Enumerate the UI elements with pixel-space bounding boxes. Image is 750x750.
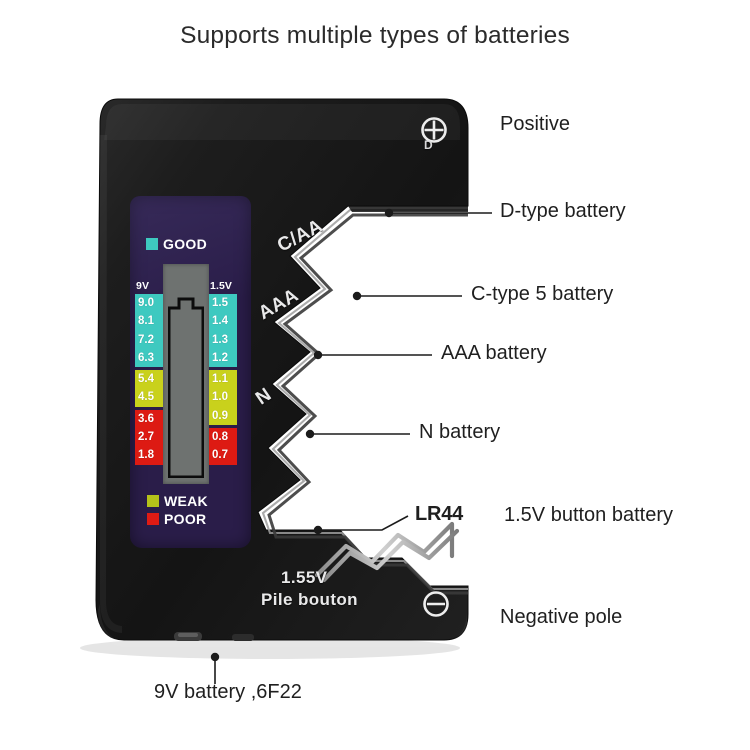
callout-aaa: AAA battery (441, 342, 547, 364)
callout-button-battery: 1.5V button battery (504, 504, 674, 526)
callout-negative: Negative pole (500, 606, 623, 628)
scale-tick: 4.5 (135, 388, 163, 407)
scale-tick: 5.4 (135, 370, 163, 389)
scale-tick: 8.1 (135, 312, 163, 331)
scale-tick: 0.9 (209, 406, 237, 426)
scale-tick: 1.2 (209, 348, 237, 368)
positive-terminal-icon (421, 117, 447, 143)
scale-tick: 9.0 (135, 294, 163, 313)
legend-weak-label: WEAK (164, 493, 208, 509)
button-cell-voltage-label: 1.55V (281, 568, 328, 587)
legend-good: GOOD (146, 236, 207, 252)
leader-lr44 (318, 515, 409, 531)
right-scale-header: 1.5V (210, 280, 232, 292)
callout-c-type: C-type 5 battery (471, 283, 614, 305)
negative-terminal-icon (423, 591, 449, 617)
lcd-readout-panel (163, 264, 209, 484)
scale-tick: 3.6 (135, 409, 163, 429)
button-cell-name-label: Pile bouton (261, 590, 358, 609)
legend-good-label: GOOD (163, 236, 207, 252)
scale-tick: 1.5 (209, 294, 237, 313)
callout-lr44: LR44 (415, 503, 464, 525)
scale-tick: 2.7 (135, 428, 163, 447)
legend-poor-label: POOR (164, 511, 207, 527)
battery-bar-icon (168, 297, 204, 478)
scale-tick: 1.0 (209, 388, 237, 407)
scale-tick: 1.4 (209, 312, 237, 331)
good-swatch-icon (146, 238, 158, 250)
callout-9v-battery: 9V battery ,6F22 (154, 681, 302, 703)
callout-leaders (210, 208, 492, 684)
scale-tick: 0.8 (209, 428, 237, 447)
scale-tick: 6.3 (135, 348, 163, 368)
scale-tick: 1.1 (209, 370, 237, 389)
left-scale-header: 9V (136, 280, 150, 292)
scale-tick: 1.3 (209, 330, 237, 349)
positive-terminal-letter: D (424, 138, 434, 152)
poor-swatch-icon (147, 513, 159, 525)
button-cell-spring-wire (314, 521, 460, 583)
callout-positive: Positive (500, 113, 571, 135)
legend-weak-poor: WEAK POOR (147, 493, 208, 529)
page-title: Supports multiple types of batteries (180, 22, 570, 49)
legend-weak: WEAK (147, 493, 208, 509)
weak-swatch-icon (147, 495, 159, 507)
scale-tick: 1.8 (135, 446, 163, 465)
scale-tick: 0.7 (209, 446, 237, 465)
callout-n: N battery (419, 421, 501, 443)
callout-d-type: D-type battery (500, 200, 626, 222)
legend-poor: POOR (147, 511, 208, 527)
scale-tick: 7.2 (135, 330, 163, 349)
